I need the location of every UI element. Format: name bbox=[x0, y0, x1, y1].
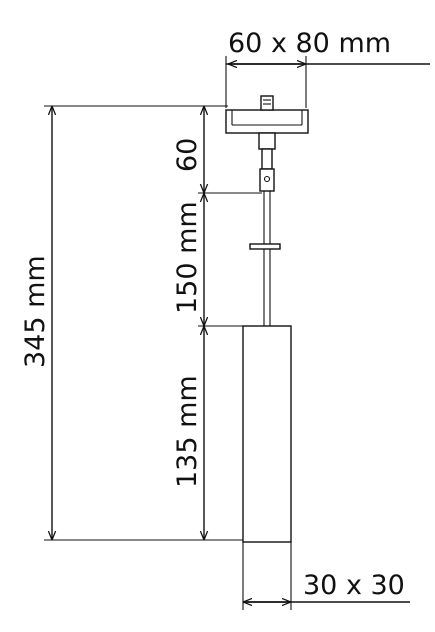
cable-stopper bbox=[249, 243, 281, 250]
bottom-size-label: 30 x 30 bbox=[303, 570, 405, 601]
fitting-upper bbox=[258, 132, 276, 150]
top-segment-label: 60 bbox=[172, 138, 203, 172]
height-dimensions: 345 mm 60 150 mm 135 mm bbox=[20, 105, 262, 541]
body-segment-label: 135 mm bbox=[172, 375, 203, 488]
suspension-cable bbox=[249, 191, 281, 326]
fitting-lower bbox=[259, 168, 275, 192]
lamp-body bbox=[242, 325, 292, 543]
suspension-fitting bbox=[258, 132, 276, 192]
bottom-size-dimension: 30 x 30 bbox=[242, 542, 410, 610]
fitting-screw-icon bbox=[263, 175, 271, 183]
top-size-dimension: 60 x 80 mm bbox=[225, 28, 430, 108]
top-size-label: 60 x 80 mm bbox=[228, 28, 391, 59]
ceiling-canopy bbox=[225, 95, 309, 134]
total-height-label: 345 mm bbox=[20, 255, 51, 368]
fitting-middle bbox=[261, 148, 273, 170]
canopy-body bbox=[225, 109, 309, 134]
middle-segment-label: 150 mm bbox=[172, 201, 203, 314]
canopy-connector bbox=[260, 95, 274, 111]
